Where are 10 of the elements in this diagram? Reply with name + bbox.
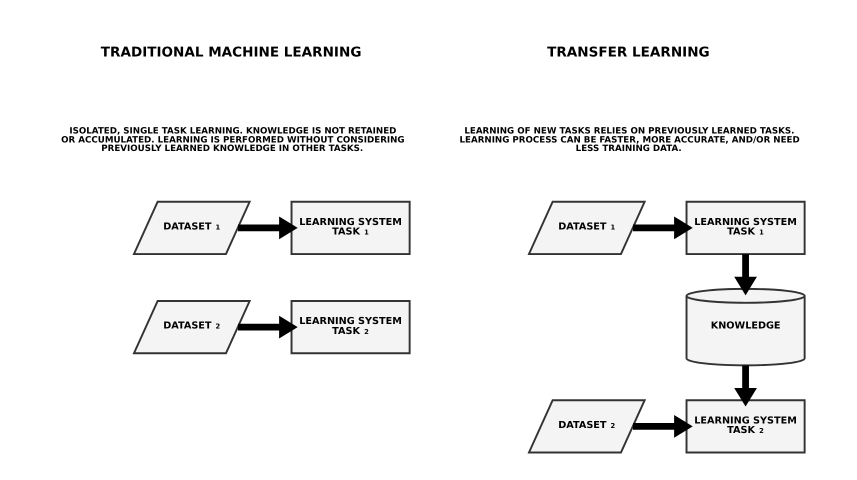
label: TRANSFER LEARNING [546,44,710,60]
arrow [238,216,298,240]
arrow [734,365,756,407]
arrow [238,316,298,339]
arrow [632,216,692,240]
arrow [734,254,756,296]
label: LEARNING OF NEW TASKS RELIES ON PREVIOUSLY LEARNED TASKS. LEARNING PROCESS CAN BE FASTER, MORE ACCURATE, AND/OR NEED LESS TRAINING DATA. [458,126,800,154]
label: TRADITIONAL MACHINE LEARNING [100,44,361,60]
label: ISOLATED, SINGLE TASK LEARNING. KNOWLEDGE IS NOT RETAINED OR ACCUMULATED. LEARNING IS PERFORMED WITHOUT CONSIDERING PREVIOUSLY LEARNED KNOWLEDGE IN OTHER TASKS. [60,126,404,154]
arrow [632,414,692,438]
